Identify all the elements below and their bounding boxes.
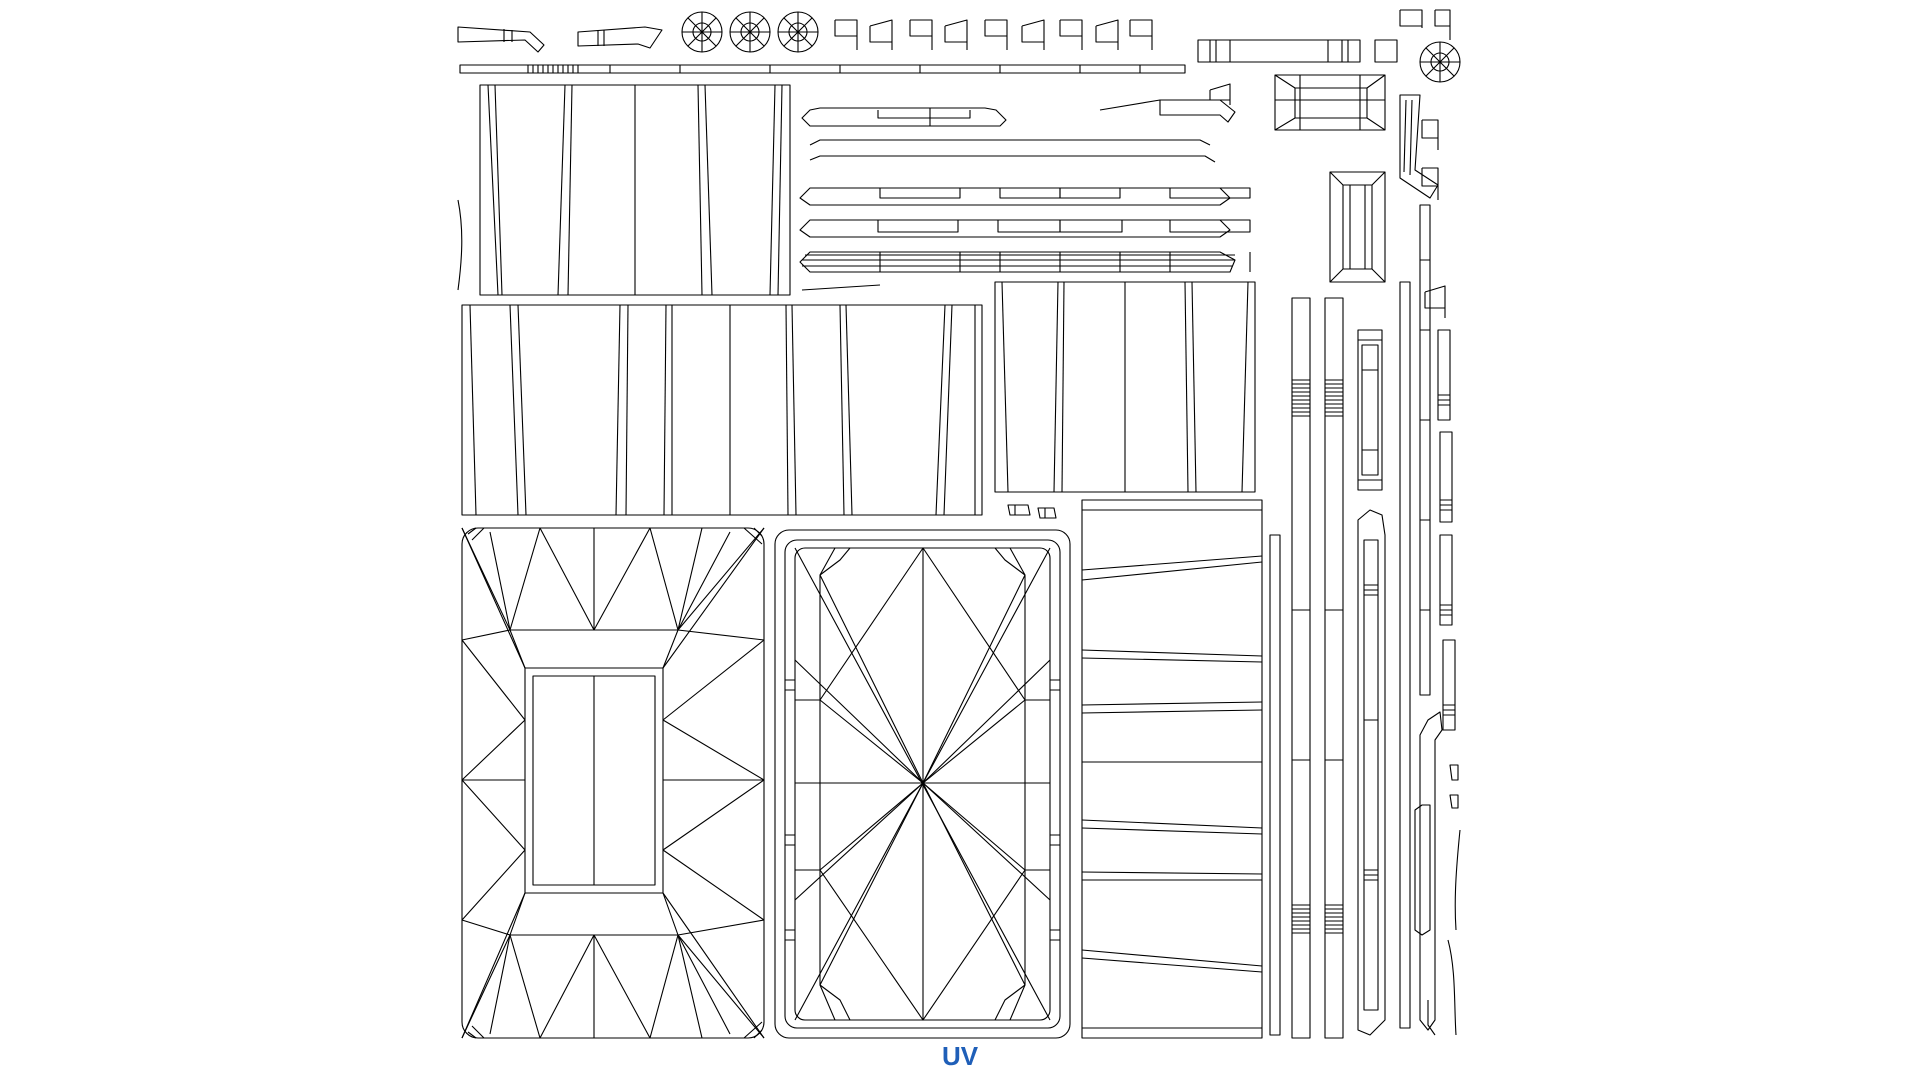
top-piece-strip [457, 26, 663, 53]
curved-arm [1399, 94, 1439, 199]
floor-panel-left [461, 527, 765, 1039]
wall-panel-b [461, 304, 983, 516]
box-piece-top [1274, 74, 1386, 131]
small-clips [1007, 504, 1057, 519]
long-thin-strip [459, 64, 1186, 74]
wall-panel-c [994, 281, 1256, 493]
wall-panel-a [479, 84, 791, 296]
tray-strips [799, 107, 1251, 291]
top-right-bar [1197, 39, 1398, 63]
caption: UV [941, 1041, 979, 1071]
uv-map [440, 0, 1480, 1040]
box-piece-vertical [1329, 171, 1386, 283]
vertical-strips [1269, 204, 1456, 1039]
side-face-panel [1081, 499, 1263, 1039]
small-elbows [1099, 99, 1236, 123]
bracket-pieces [834, 9, 1451, 318]
uv-wireframe [457, 9, 1461, 1039]
disc-pieces [681, 11, 1461, 83]
floor-panel-right [774, 529, 1071, 1039]
lower-right-bits [1414, 711, 1461, 1036]
left-edge-sliver [457, 199, 463, 291]
